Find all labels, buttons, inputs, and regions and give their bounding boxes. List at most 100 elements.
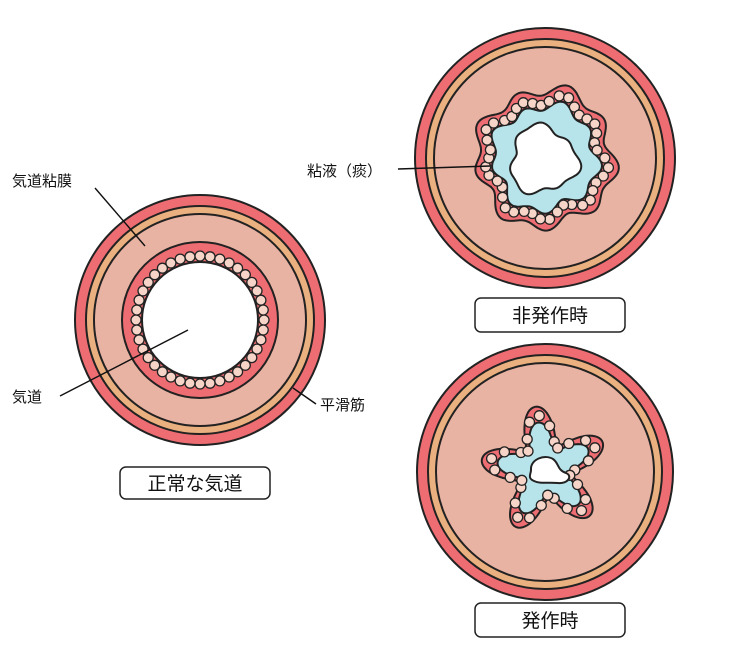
epithelial-cell (543, 420, 556, 432)
epithelial-cell (255, 334, 267, 346)
leader-lines (59, 165, 491, 405)
epithelial-cell (552, 442, 564, 454)
epithelial-cell (130, 314, 142, 326)
epithelial-cell (591, 144, 603, 156)
attack-epithelial-cells (485, 410, 601, 524)
non-attack-epithelial-cells (480, 90, 615, 225)
epithelial-cell (133, 334, 145, 346)
epithelial-cell (204, 377, 216, 389)
epithelial-cell (523, 416, 536, 428)
epithelial-cell (602, 161, 615, 174)
epithelial-cell (579, 434, 592, 447)
normal-epithelial-cells (130, 250, 270, 390)
epithelial-cell (255, 294, 267, 306)
epithelial-cell (504, 471, 516, 484)
epithelial-cell (214, 253, 226, 265)
epithelial-cell (584, 194, 596, 206)
epithelial-cell (133, 294, 145, 306)
caption-non-attack: 非発作時 (512, 305, 588, 327)
epithelial-cell (239, 359, 251, 371)
epithelial-cell (534, 213, 547, 225)
epithelial-cell (576, 199, 589, 211)
epithelial-cell (516, 474, 528, 486)
epithelial-cell (257, 324, 269, 336)
epithelial-cell (568, 101, 581, 113)
epithelial-cell (142, 276, 154, 289)
epithelial-cell (587, 184, 599, 197)
epithelial-cell (543, 213, 556, 225)
epithelial-cell (246, 351, 258, 364)
leader-mucus (397, 165, 491, 170)
epithelial-cell (575, 504, 588, 517)
epithelial-cell (257, 304, 269, 316)
epithelial-cell (137, 285, 149, 297)
epithelial-cell (184, 377, 196, 389)
epithelial-cell (131, 324, 143, 336)
epithelial-cell (165, 257, 177, 269)
epithelial-cell (561, 502, 573, 515)
caption-normal: 正常な気道 (147, 473, 242, 495)
epithelial-cell (149, 359, 161, 371)
epithelial-cell (563, 437, 575, 450)
epithelial-cell (174, 253, 186, 265)
epithelial-cell (581, 113, 593, 125)
epithelial-cell (551, 206, 563, 218)
epithelial-cell (231, 262, 244, 274)
epithelial-cell (523, 512, 536, 524)
epithelial-cell (543, 95, 555, 108)
epithelial-cell (258, 314, 270, 326)
epithelial-cell (582, 455, 595, 467)
attack-lumen (528, 456, 571, 485)
leader-airway (59, 329, 189, 397)
epithelial-cell (589, 442, 601, 454)
epithelial-cell (246, 276, 258, 289)
epithelial-cell (485, 452, 498, 465)
caption-normal-box: 正常な気道 (119, 466, 271, 500)
epithelial-cell (194, 250, 206, 262)
epithelial-cell (517, 97, 529, 109)
label-mucosa: 気道粘膜 (12, 172, 72, 190)
epithelial-cell (496, 191, 509, 203)
epithelial-cell (214, 375, 226, 387)
epithelial-cell (579, 493, 592, 506)
epithelial-cell (156, 262, 169, 274)
epithelial-cell (512, 511, 524, 523)
epithelial-cell (174, 375, 186, 387)
epithelial-cell (533, 410, 545, 422)
epithelial-cell (499, 202, 511, 214)
epithelial-cell (597, 170, 609, 182)
leader-mucosa (94, 187, 146, 247)
non-attack-airway (414, 27, 676, 289)
epithelial-cell (481, 134, 493, 146)
epithelial-cell (231, 366, 244, 378)
epithelial-cell (589, 118, 601, 130)
epithelial-cell (156, 366, 169, 378)
label-airway: 気道 (12, 388, 42, 406)
epithelial-cell (553, 90, 565, 102)
label-mucus: 粘液（痰） (307, 162, 382, 180)
non-attack-lumen (509, 121, 583, 196)
epithelial-cell (223, 257, 235, 269)
epithelial-cell (251, 285, 263, 297)
epithelial-cell (484, 144, 497, 156)
epithelial-cell (557, 199, 570, 211)
normal-lumen (141, 261, 259, 379)
epithelial-cell (131, 304, 143, 316)
epithelial-cell (239, 269, 251, 281)
epithelial-cell (165, 371, 177, 383)
epithelial-cell (522, 445, 534, 457)
epithelial-cell (590, 127, 603, 139)
leader-smooth-muscle (292, 387, 317, 405)
epithelial-cell (571, 478, 584, 491)
caption-attack-box: 発作時 (474, 602, 626, 638)
epithelial-cell (491, 175, 503, 187)
caption-non-attack-box: 非発作時 (474, 297, 626, 333)
epithelial-cell (542, 489, 554, 501)
epithelial-cell (509, 497, 521, 509)
caption-attack: 発作時 (521, 610, 578, 632)
attack-airway (416, 343, 674, 601)
epithelial-cell (521, 433, 533, 445)
epithelial-cell (535, 499, 547, 512)
epithelial-cell (223, 371, 235, 383)
